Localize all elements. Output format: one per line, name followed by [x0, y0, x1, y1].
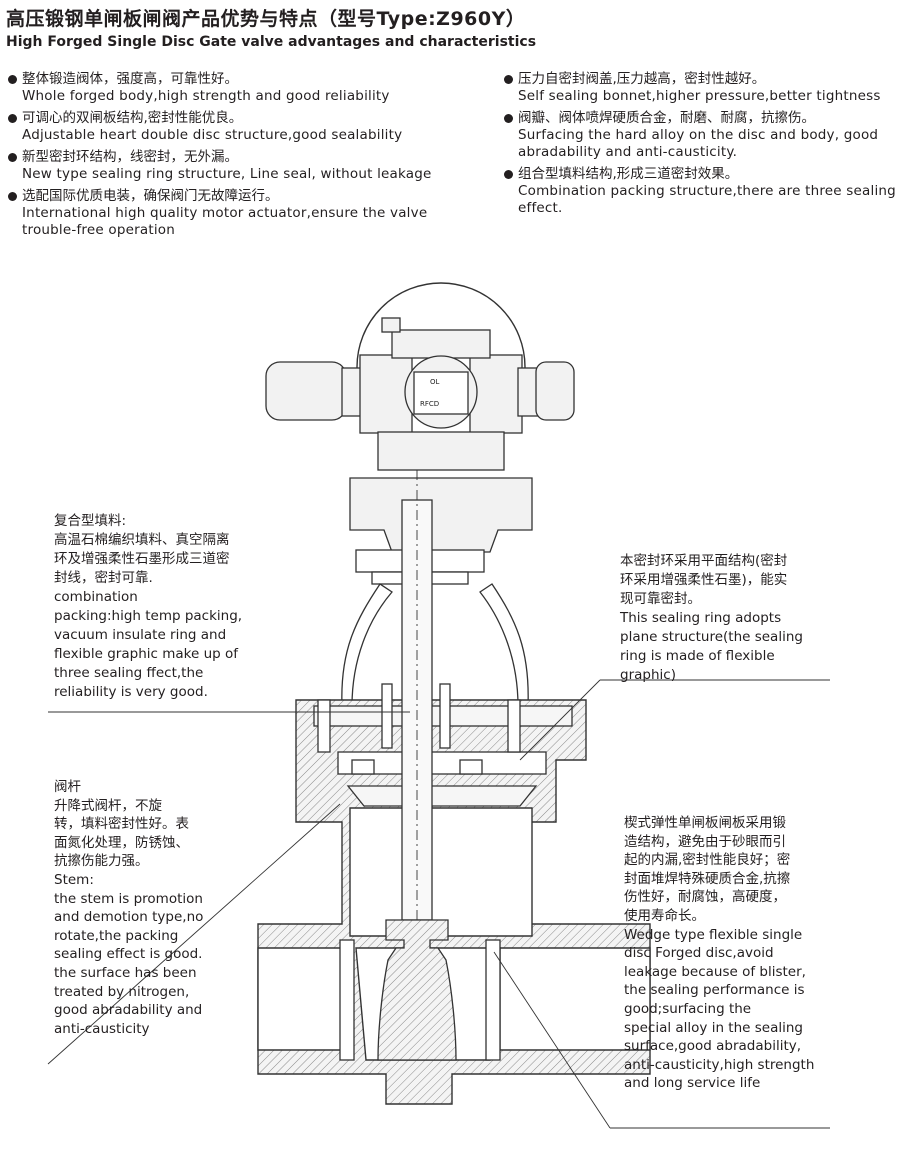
callout-line: the sealing performance is — [624, 982, 805, 999]
callout-line: ring is made of flexible — [620, 648, 775, 664]
callout-line: sealing effect is good. — [54, 946, 203, 963]
advantage-en: Adjustable heart double disc structure,g… — [22, 127, 403, 143]
callout-line: special alloy in the sealing — [624, 1019, 803, 1036]
advantage-en: Surfacing the hard alloy on the disc and… — [518, 127, 879, 143]
callout-line: graphic) — [620, 667, 676, 683]
callout-line: vacuum insulate ring and — [54, 627, 227, 643]
callout-line: 使用寿命长。 — [624, 907, 705, 924]
callout-line: three sealing ffect,the — [54, 665, 204, 681]
bullet-icon — [504, 170, 513, 179]
advantage-en: New type sealing ring structure, Line se… — [22, 166, 432, 182]
callout-line: the stem is promotion — [54, 890, 203, 907]
advantage-en: Combination packing structure,there are … — [518, 183, 896, 199]
callout-line: 封线，密封可靠. — [54, 570, 153, 586]
callout-line: 转，填料密封性好。表 — [54, 816, 189, 833]
advantage-en: International high quality motor actuato… — [22, 205, 428, 221]
bullet-icon — [8, 75, 17, 84]
callout-line: surface,good abradability, — [624, 1038, 802, 1055]
advantage-item: 阀瓣、阀体喷焊硬质合金，耐磨、耐腐，抗擦伤。 Surfacing the har… — [502, 109, 912, 161]
callout-line: combination — [54, 589, 138, 605]
bullet-icon — [504, 75, 513, 84]
advantage-cn: 新型密封环结构，线密封，无外漏。 — [22, 149, 238, 165]
callout-line: 现可靠密封。 — [620, 591, 701, 607]
advantage-en: Whole forged body,high strength and good… — [22, 88, 390, 104]
advantage-item: 新型密封环结构，线密封，无外漏。 New type sealing ring s… — [6, 148, 446, 183]
callout-line: rotate,the packing — [54, 927, 179, 944]
callout-line: 阀杆 — [54, 779, 81, 795]
callout-line: 环采用增强柔性石墨)，能实 — [620, 572, 788, 588]
callout-line: and demotion type,no — [54, 909, 204, 926]
callout-line: packing:high temp packing, — [54, 608, 243, 624]
callout-line: 伤性好，耐腐蚀，高硬度， — [624, 889, 786, 906]
callout-line: 楔式弹性单闸板闸板采用锻 — [624, 815, 786, 831]
advantage-item: 可调心的双闸板结构,密封性能优良。 Adjustable heart doubl… — [6, 109, 446, 144]
advantage-cn: 阀瓣、阀体喷焊硬质合金，耐磨、耐腐，抗擦伤。 — [518, 110, 815, 126]
callout-line: good;surfacing the — [624, 1000, 752, 1017]
advantage-cn: 选配国际优质电装，确保阀门无故障运行。 — [22, 188, 279, 204]
callout-line: 造结构，避免由于砂眼而引 — [624, 833, 786, 850]
advantages-left: 整体锻造阀体，强度高，可靠性好。 Whole forged body,high … — [6, 70, 446, 243]
actuator-label: RFCD — [420, 400, 439, 408]
page-title: 高压锻钢单闸板闸阀产品优势与特点（型号Type:Z960Y） — [6, 8, 526, 30]
bullet-icon — [8, 192, 17, 201]
callout-sealing-ring: 本密封环采用平面结构(密封 环采用增强柔性石墨)，能实 现可靠密封。 This … — [620, 552, 803, 685]
actuator-label: OL — [430, 378, 440, 386]
advantage-cn: 压力自密封阀盖,压力越高，密封性越好。 — [518, 71, 766, 87]
callout-line: reliability is very good. — [54, 684, 208, 700]
callout-line: 复合型填料: — [54, 513, 127, 529]
callout-line: anti-causticity,high strength — [624, 1056, 815, 1073]
valve-stem — [401, 470, 433, 1010]
advantage-en: Self sealing bonnet,higher pressure,bett… — [518, 88, 881, 104]
advantages-right: 压力自密封阀盖,压力越高，密封性越好。 Self sealing bonnet,… — [502, 70, 912, 221]
callout-line: 本密封环采用平面结构(密封 — [620, 553, 788, 569]
advantage-item: 组合型填料结构,形成三道密封效果。 Combination packing st… — [502, 165, 912, 217]
callout-line: Wedge type flexible single — [624, 926, 803, 943]
callout-line: leakage because of blister, — [624, 963, 806, 980]
bullet-icon — [8, 114, 17, 123]
callout-line: This sealing ring adopts — [620, 610, 782, 626]
callout-wedge: 楔式弹性单闸板闸板采用锻 造结构，避免由于砂眼而引 起的内漏,密封性能良好；密 … — [624, 814, 814, 1093]
advantage-item: 压力自密封阀盖,压力越高，密封性越好。 Self sealing bonnet,… — [502, 70, 912, 105]
yoke-bracket — [341, 477, 533, 707]
advantage-cn: 整体锻造阀体，强度高，可靠性好。 — [22, 71, 238, 87]
advantage-item: 整体锻造阀体，强度高，可靠性好。 Whole forged body,high … — [6, 70, 446, 105]
callout-packing: 复合型填料: 高温石棉编织填料、真空隔离 环及增强柔性石墨形成三道密 封线，密封… — [54, 512, 242, 702]
callout-line: plane structure(the sealing — [620, 629, 803, 645]
callout-line: good abradability and — [54, 1002, 203, 1019]
callout-stem: 阀杆 升降式阀杆，不旋 转，填料密封性好。表 面氮化处理，防锈蚀、 抗擦伤能力强… — [54, 778, 203, 1038]
bullet-icon — [504, 114, 513, 123]
page-subtitle: High Forged Single Disc Gate valve advan… — [6, 34, 537, 50]
callout-line: 环及增强柔性石墨形成三道密 — [54, 551, 230, 567]
advantage-en: effect. — [518, 200, 563, 216]
wedge-disc — [377, 919, 457, 1061]
leader-lines — [47, 679, 830, 1129]
callout-line: 起的内漏,密封性能良好；密 — [624, 852, 791, 869]
advantage-cn: 可调心的双闸板结构,密封性能优良。 — [22, 110, 243, 126]
callout-line: 抗擦伤能力强。 — [54, 853, 149, 870]
callout-line: flexible graphic make up of — [54, 646, 238, 662]
callout-line: 面氮化处理，防锈蚀、 — [54, 834, 189, 851]
callout-line: anti-causticity — [54, 1020, 150, 1037]
motor-actuator — [265, 317, 575, 471]
callout-line: Stem: — [54, 871, 94, 888]
callout-line: treated by nitrogen, — [54, 983, 190, 1000]
callout-line: disc Forged disc,avoid — [624, 945, 774, 962]
callout-line: and long service life — [624, 1075, 761, 1092]
advantage-cn: 组合型填料结构,形成三道密封效果。 — [518, 166, 739, 182]
advantage-en: abradability and anti-causticity. — [518, 144, 738, 160]
callout-line: 升降式阀杆，不旋 — [54, 797, 162, 814]
advantage-item: 选配国际优质电装，确保阀门无故障运行。 International high q… — [6, 187, 446, 239]
seat-rings — [339, 939, 501, 1061]
callout-line: 封面堆焊特殊硬质合金,抗擦 — [624, 870, 791, 887]
bonnet-flange — [313, 683, 573, 807]
callout-line: 高温石棉编织填料、真空隔离 — [54, 532, 230, 548]
advantage-en: trouble-free operation — [22, 222, 175, 238]
bullet-icon — [8, 153, 17, 162]
callout-line: the surface has been — [54, 964, 197, 981]
